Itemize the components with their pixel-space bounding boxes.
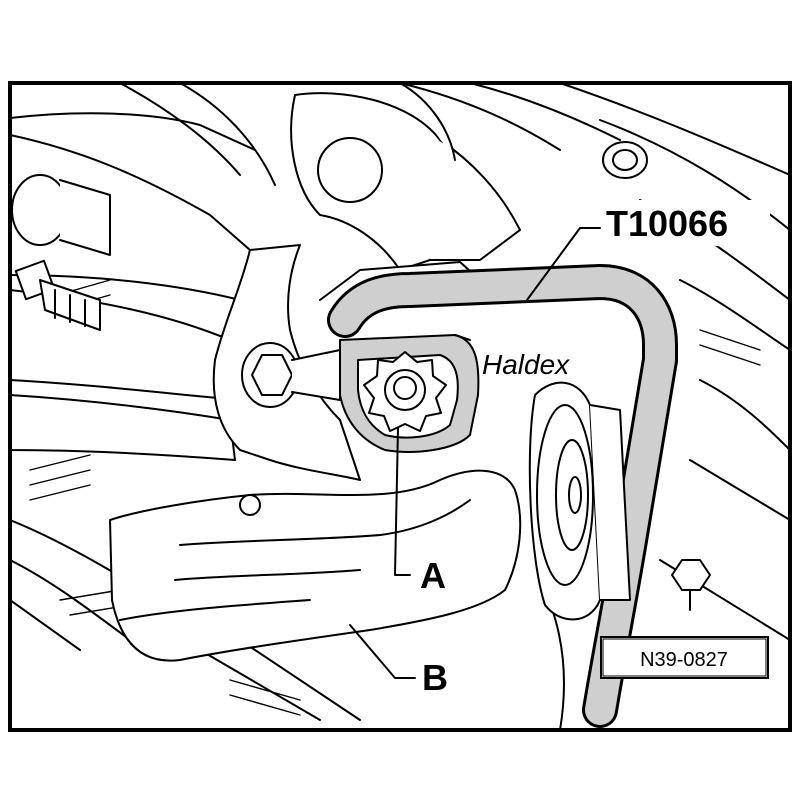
hex-bolt-upper [317,137,383,203]
leader-line-b [349,624,416,679]
callout-b: B [422,657,448,698]
leader-line-a [394,427,411,576]
reference-number-box: N39-0827 [600,636,769,679]
tool-brand-label: Haldex [482,349,570,380]
leader-lines [349,227,601,679]
hex-bolt-bracket [241,342,341,408]
illustration-border [8,81,792,732]
control-arm-left [10,134,251,461]
callout-a: A [420,555,446,596]
serrated-nut [363,351,447,432]
lower-control-arm [109,469,522,662]
hex-nut-lower-right [671,559,711,611]
reference-number: N39-0827 [640,649,728,671]
leader-line-tool [526,227,601,301]
pulley-wheel [528,381,631,621]
bolt-upper-right [602,141,648,179]
tool-label-t10066: T10066 [606,203,728,244]
